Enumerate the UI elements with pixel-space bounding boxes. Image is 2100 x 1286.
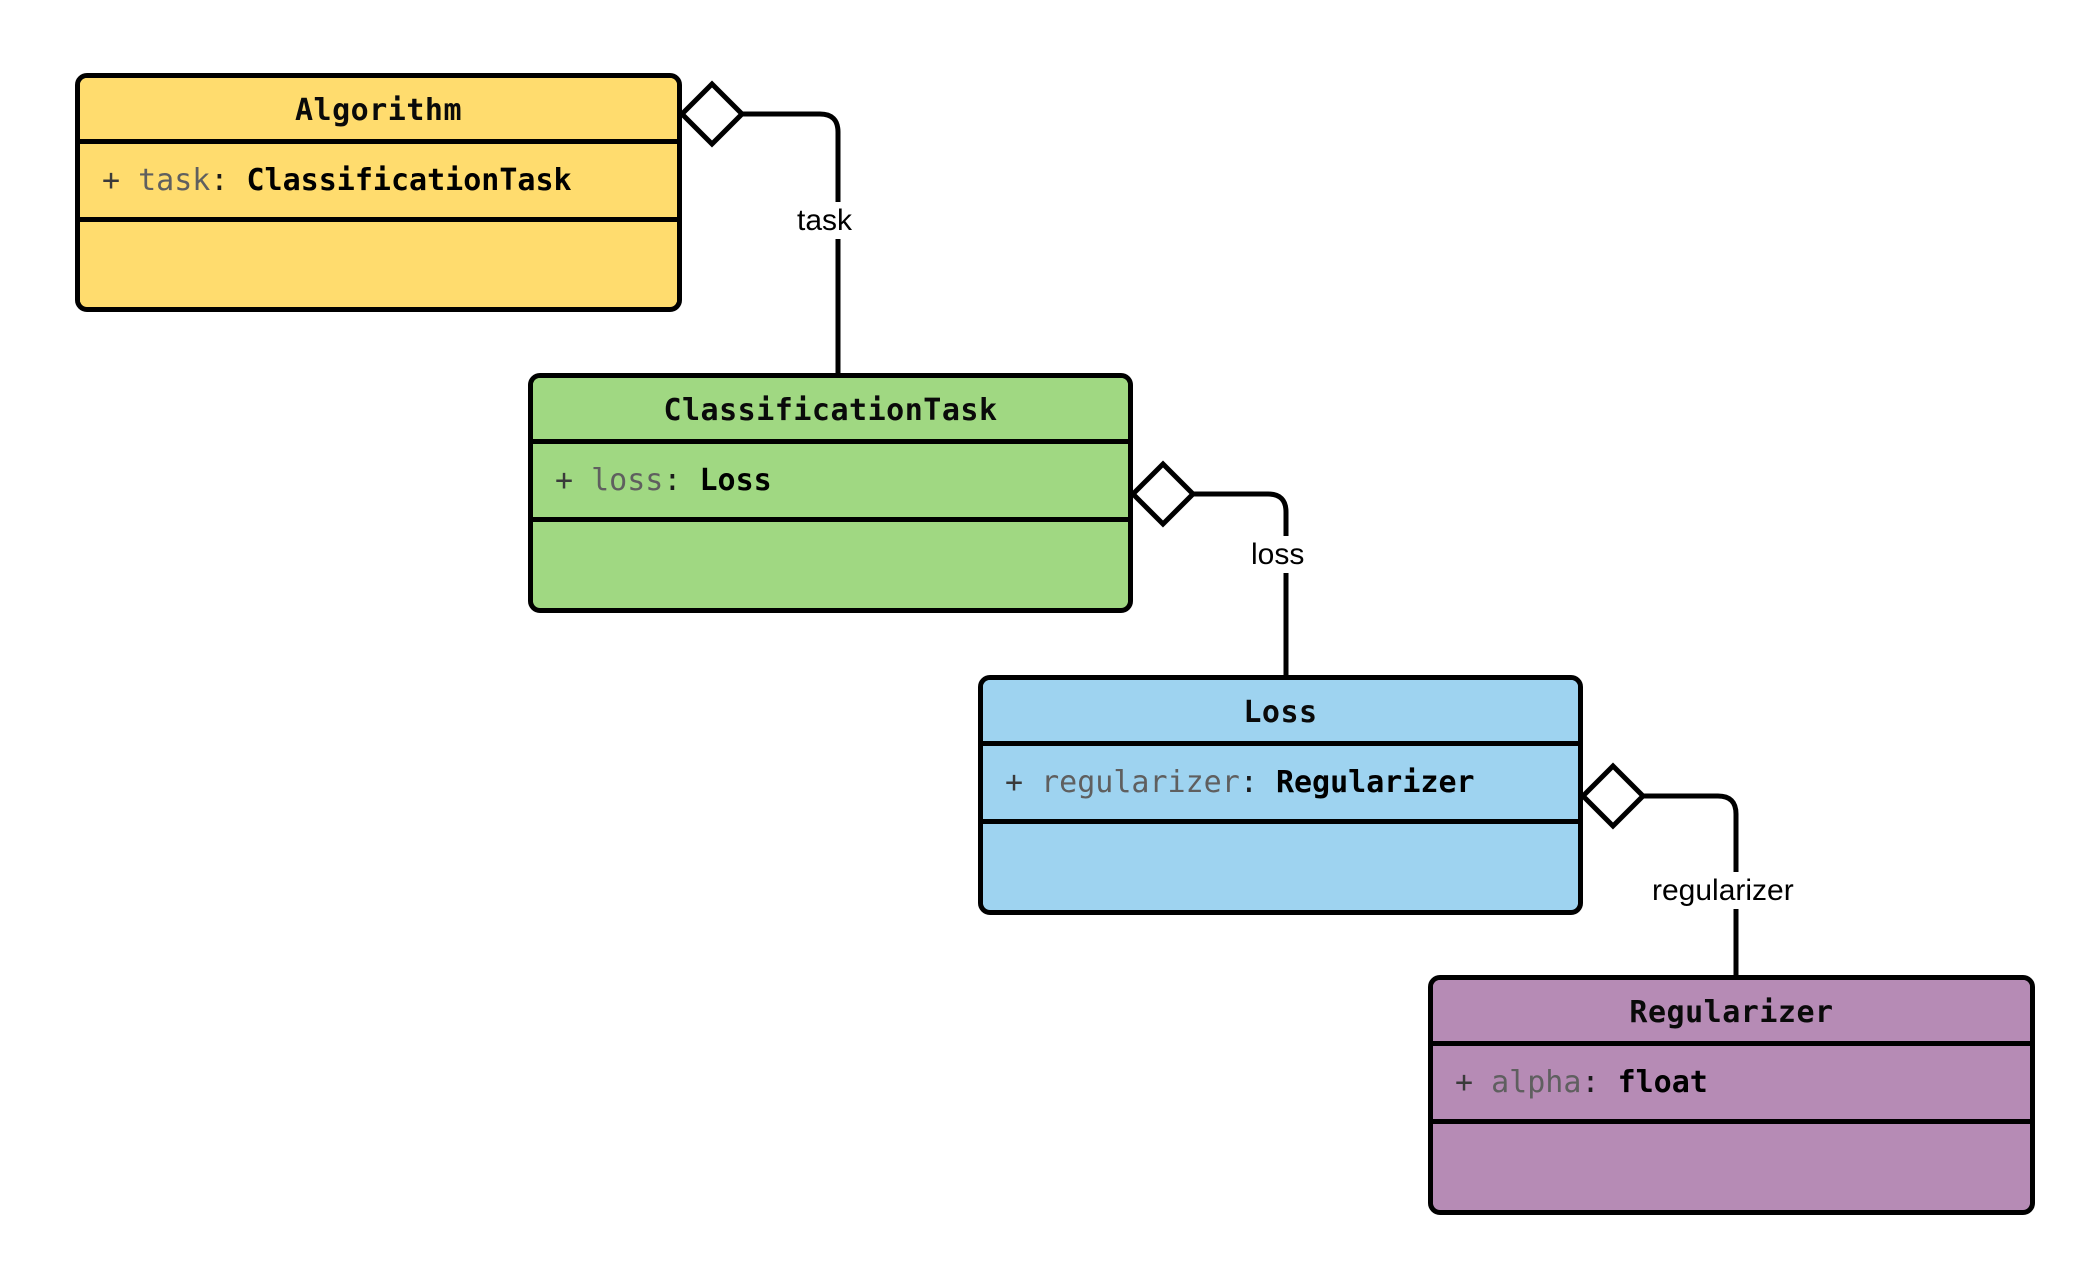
- relation-regularizer-line: [1643, 793, 1739, 975]
- attribute-name: loss: [591, 462, 664, 498]
- relation-task[interactable]: [678, 80, 841, 373]
- class-name-classificationtask: ClassificationTask: [533, 378, 1128, 444]
- attribute-space: [228, 163, 246, 198]
- relation-loss-line: [1193, 491, 1289, 675]
- attribute-space: [681, 463, 699, 498]
- attribute-visibility: +: [1005, 764, 1024, 800]
- attribute-type: ClassificationTask: [246, 162, 572, 198]
- aggregation-diamond-icon: [678, 80, 746, 148]
- class-name-regularizer: Regularizer: [1433, 980, 2030, 1046]
- relation-label-task: task: [793, 202, 857, 239]
- attribute-separator: :: [210, 162, 229, 198]
- class-methods-loss: [983, 824, 1578, 904]
- attribute-type: Regularizer: [1275, 764, 1475, 800]
- aggregation-diamond-icon: [1129, 460, 1197, 528]
- attribute-row: + loss: Loss: [555, 462, 772, 498]
- class-methods-regularizer: [1433, 1124, 2030, 1204]
- class-attributes-classificationtask: + loss: Loss: [533, 444, 1128, 522]
- class-methods-algorithm: [80, 222, 677, 302]
- class-attributes-algorithm: + task: ClassificationTask: [80, 144, 677, 222]
- attribute-row: + alpha: float: [1455, 1064, 1708, 1100]
- attribute-space: [1600, 1065, 1618, 1100]
- attribute-name: task: [138, 162, 211, 198]
- class-box-regularizer[interactable]: Regularizer + alpha: float: [1428, 975, 2035, 1215]
- attribute-separator: :: [1239, 764, 1258, 800]
- class-name-algorithm: Algorithm: [80, 78, 677, 144]
- attribute-space: [1473, 1065, 1491, 1100]
- attribute-separator: :: [663, 462, 682, 498]
- attribute-visibility: +: [102, 162, 121, 198]
- attribute-type: Loss: [699, 462, 772, 498]
- aggregation-diamond-icon: [1579, 762, 1647, 830]
- class-attributes-regularizer: + alpha: float: [1433, 1046, 2030, 1124]
- attribute-space: [120, 163, 138, 198]
- relation-regularizer[interactable]: [1579, 762, 1739, 975]
- attribute-visibility: +: [1455, 1064, 1474, 1100]
- class-box-loss[interactable]: Loss + regularizer: Regularizer: [978, 675, 1583, 915]
- attribute-name: alpha: [1491, 1064, 1582, 1100]
- attribute-name: regularizer: [1041, 764, 1240, 800]
- attribute-row: + regularizer: Regularizer: [1005, 764, 1475, 800]
- attribute-visibility: +: [555, 462, 574, 498]
- attribute-space: [573, 463, 591, 498]
- relation-task-line: [742, 111, 841, 373]
- relation-loss[interactable]: [1129, 460, 1289, 675]
- relation-label-regularizer: regularizer: [1648, 872, 1798, 909]
- class-attributes-loss: + regularizer: Regularizer: [983, 746, 1578, 824]
- class-name-loss: Loss: [983, 680, 1578, 746]
- class-box-classificationtask[interactable]: ClassificationTask + loss: Loss: [528, 373, 1133, 613]
- attribute-space: [1023, 765, 1041, 800]
- class-box-algorithm[interactable]: Algorithm + task: ClassificationTask: [75, 73, 682, 312]
- attribute-separator: :: [1581, 1064, 1600, 1100]
- attribute-space: [1258, 765, 1276, 800]
- attribute-type: float: [1617, 1064, 1708, 1100]
- attribute-row: + task: ClassificationTask: [102, 162, 572, 198]
- class-methods-classificationtask: [533, 522, 1128, 602]
- relation-label-loss: loss: [1247, 536, 1309, 573]
